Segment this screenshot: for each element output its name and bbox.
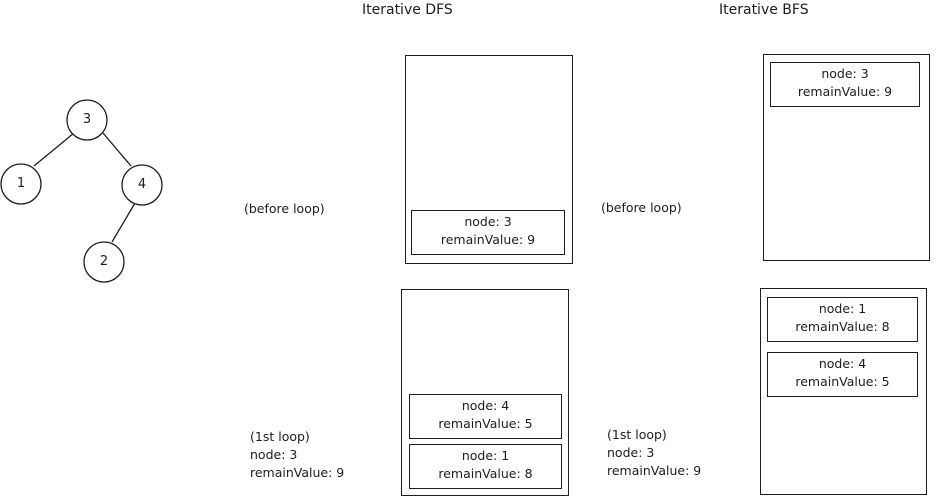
note-first-loop-dfs: (1st loop) node: 3 remainValue: 9 [250, 428, 344, 482]
tree-edge-root-left [33, 132, 75, 167]
binary-tree [0, 99, 163, 283]
tree-node-right-label: 4 [137, 177, 147, 192]
note-before-loop-bfs: (before loop) [601, 200, 682, 215]
tree-node-root [66, 99, 108, 141]
tree-edge-right-left [111, 202, 136, 243]
tree-node-root-label: 3 [82, 112, 92, 127]
frame-node: node: 1 [461, 448, 510, 463]
note-first-loop-bfs: (1st loop) node: 3 remainValue: 9 [607, 426, 701, 480]
frame-node: node: 3 [821, 66, 869, 81]
frame-node: node: 1 [818, 301, 867, 316]
frame-remain-value: remainValue: 5 [795, 374, 890, 389]
note-first-loop-bfs-line1: (1st loop) [607, 427, 667, 442]
tree-node-right-left-label: 2 [99, 254, 109, 269]
note-before-loop-dfs: (before loop) [244, 201, 325, 216]
note-first-loop-dfs-line2: node: 3 [250, 447, 298, 462]
frame-remain-value: remainValue: 8 [795, 319, 890, 334]
dfs-first-loop-frame-2: node: 1 remainValue: 8 [409, 444, 562, 489]
note-first-loop-bfs-line3: remainValue: 9 [607, 463, 702, 478]
dfs-title: Iterative DFS [362, 2, 453, 18]
bfs-before-frame-1: node: 3 remainValue: 9 [770, 62, 920, 107]
frame-remain-value: remainValue: 8 [438, 466, 533, 481]
frame-remain-value: remainValue: 5 [438, 416, 533, 431]
dfs-before-frame-1: node: 3 remainValue: 9 [411, 210, 565, 255]
tree-node-right-left [83, 241, 125, 283]
frame-remain-value: remainValue: 9 [797, 84, 893, 99]
tree-edge-root-right [102, 132, 132, 167]
note-first-loop-bfs-line2: node: 3 [607, 445, 655, 460]
tree-node-left [0, 163, 42, 205]
bfs-first-loop-frame-2: node: 4 remainValue: 5 [767, 352, 918, 397]
frame-node: node: 4 [818, 356, 867, 371]
tree-node-left-label: 1 [16, 176, 26, 191]
frame-node: node: 4 [461, 398, 510, 413]
bfs-title: Iterative BFS [719, 2, 809, 18]
note-first-loop-dfs-line3: remainValue: 9 [250, 465, 345, 480]
bfs-first-loop-frame-1: node: 1 remainValue: 8 [767, 297, 918, 342]
dfs-first-loop-frame-1: node: 4 remainValue: 5 [409, 394, 562, 439]
frame-remain-value: remainValue: 9 [440, 232, 536, 247]
note-first-loop-dfs-line1: (1st loop) [250, 429, 310, 444]
tree-node-right [121, 164, 163, 206]
frame-node: node: 3 [464, 214, 512, 229]
